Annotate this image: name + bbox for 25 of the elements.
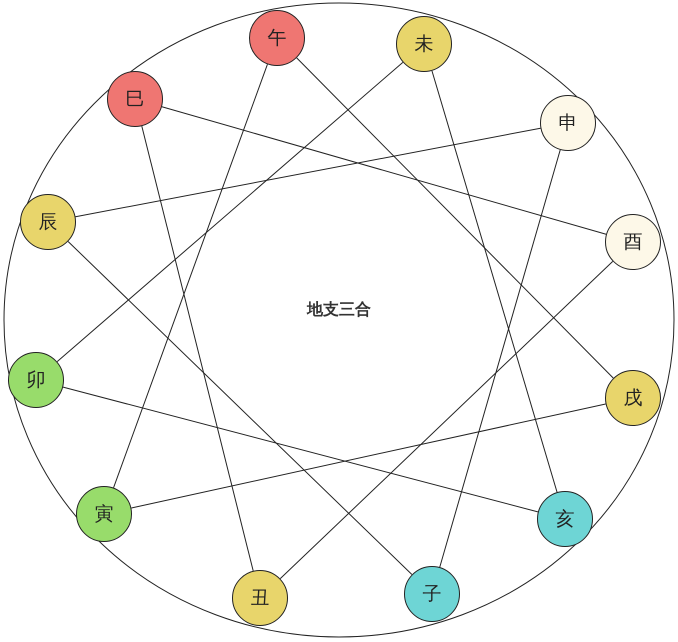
connector-line [431,70,558,493]
branch-circle: 丑 [232,570,288,626]
branch-circle: 午 [249,10,305,66]
branch-circle: 酉 [605,214,661,270]
connector-line [296,57,614,379]
connector-line [75,128,541,218]
branch-circle: 卯 [8,352,64,408]
branch-circle: 申 [540,95,596,151]
branch-circle: 巳 [107,71,163,127]
branch-circle: 未 [396,16,452,72]
branch-circle: 戌 [605,370,661,426]
branch-circle: 寅 [76,486,132,542]
connector-line [161,106,607,235]
branch-circle: 子 [404,566,460,622]
connector-line [62,386,538,512]
connector-line [68,240,412,576]
branch-circle: 亥 [537,491,593,547]
branch-circle: 辰 [20,194,76,250]
connector-line [113,64,268,488]
connector-line [280,260,614,580]
connector-line [130,404,606,508]
connector-line [56,62,404,362]
diagram-title: 地支三合 [307,300,371,320]
connector-line [141,126,254,572]
connector-line [439,149,561,568]
